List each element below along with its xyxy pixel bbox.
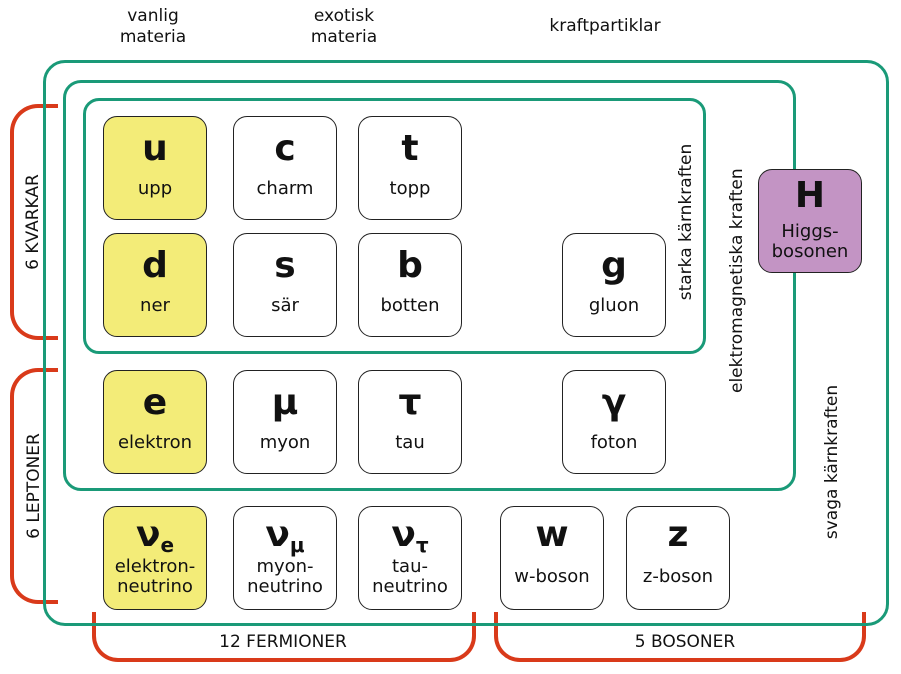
particle-name: ner bbox=[140, 295, 170, 316]
particle-card-gluon: g gluon bbox=[562, 233, 666, 337]
particle-symbol: g bbox=[601, 245, 627, 286]
particle-symbol-subscript: τ bbox=[415, 533, 429, 557]
column-label-force-particles: kraftpartiklar bbox=[549, 16, 661, 36]
leptons-label: 6 LEPTONER bbox=[24, 433, 44, 539]
particle-name: botten bbox=[380, 295, 440, 316]
strong-force-frame bbox=[83, 98, 706, 354]
particle-card-z-boson: z z-boson bbox=[626, 506, 730, 610]
particle-name: Higgs- bosonen bbox=[771, 221, 849, 262]
particle-name: w-boson bbox=[514, 566, 590, 587]
particle-name: myon- neutrino bbox=[247, 556, 323, 597]
quarks-label: 6 KVARKAR bbox=[23, 174, 43, 270]
particle-name: foton bbox=[590, 432, 638, 453]
fermions-bracket bbox=[92, 612, 476, 662]
strong-force-label: starka kärnkraften bbox=[676, 143, 696, 301]
particle-card-top: t topp bbox=[358, 116, 462, 220]
particle-symbol-subscript: μ bbox=[289, 533, 305, 557]
particle-name: elektron bbox=[117, 432, 193, 453]
particle-card-charm: c charm bbox=[233, 116, 337, 220]
particle-symbol: ν bbox=[135, 514, 161, 555]
particle-name: sär bbox=[271, 295, 299, 316]
particle-name: myon bbox=[259, 432, 311, 453]
particle-symbol: z bbox=[667, 514, 689, 555]
particle-card-strange: s sär bbox=[233, 233, 337, 337]
particle-card-electron-neutrino: νe elektron- neutrino bbox=[103, 506, 207, 610]
particle-card-muon: μ myon bbox=[233, 370, 337, 474]
bosons-bracket bbox=[494, 612, 866, 662]
particle-symbol: H bbox=[794, 175, 826, 216]
particle-card-tau: τ tau bbox=[358, 370, 462, 474]
fermions-label: 12 FERMIONER bbox=[196, 632, 370, 652]
particle-symbol: u bbox=[142, 128, 168, 169]
particle-card-muon-neutrino: νμ myon- neutrino bbox=[233, 506, 337, 610]
electromagnetic-force-frame bbox=[63, 80, 796, 491]
particle-symbol: γ bbox=[601, 382, 627, 423]
particle-name: tau bbox=[395, 432, 425, 453]
particle-name: topp bbox=[389, 178, 431, 199]
weak-force-frame bbox=[43, 60, 889, 626]
particle-symbol-subscript: e bbox=[160, 533, 175, 557]
particle-symbol: c bbox=[274, 128, 296, 169]
particle-name: charm bbox=[256, 178, 314, 199]
particle-symbol: d bbox=[142, 245, 168, 286]
particle-card-photon: γ foton bbox=[562, 370, 666, 474]
weak-force-label: svaga kärnkraften bbox=[822, 384, 842, 540]
particle-card-higgs: H Higgs- bosonen bbox=[758, 169, 862, 273]
particle-name: tau- neutrino bbox=[372, 556, 448, 597]
particle-card-w-boson: w w-boson bbox=[500, 506, 604, 610]
particle-symbol: b bbox=[397, 245, 423, 286]
electromagnetic-force-label: elektromagnetiska kraften bbox=[727, 168, 747, 393]
particle-symbol: ν bbox=[391, 514, 416, 555]
particle-symbol: s bbox=[274, 245, 296, 286]
particle-card-electron: e elektron bbox=[103, 370, 207, 474]
column-label-exotic-matter: exotisk materia bbox=[310, 6, 378, 47]
particle-symbol: ν bbox=[265, 514, 290, 555]
quarks-bracket bbox=[10, 104, 58, 340]
particle-name: gluon bbox=[588, 295, 640, 316]
particle-symbol: t bbox=[401, 128, 419, 169]
particle-name: elektron- neutrino bbox=[114, 556, 196, 597]
leptons-bracket bbox=[10, 368, 58, 604]
particle-name: upp bbox=[137, 178, 173, 199]
particle-symbol: τ bbox=[398, 382, 422, 423]
column-label-ordinary-matter: vanlig materia bbox=[119, 6, 187, 47]
particle-symbol: e bbox=[142, 382, 168, 423]
particle-name: z-boson bbox=[642, 566, 714, 587]
particle-card-bottom: b botten bbox=[358, 233, 462, 337]
particle-card-tau-neutrino: ντ tau- neutrino bbox=[358, 506, 462, 610]
particle-card-up: u upp bbox=[103, 116, 207, 220]
particle-symbol: w bbox=[535, 514, 569, 555]
bosons-label: 5 BOSONER bbox=[620, 632, 750, 652]
particle-symbol: μ bbox=[271, 382, 299, 423]
particle-card-down: d ner bbox=[103, 233, 207, 337]
